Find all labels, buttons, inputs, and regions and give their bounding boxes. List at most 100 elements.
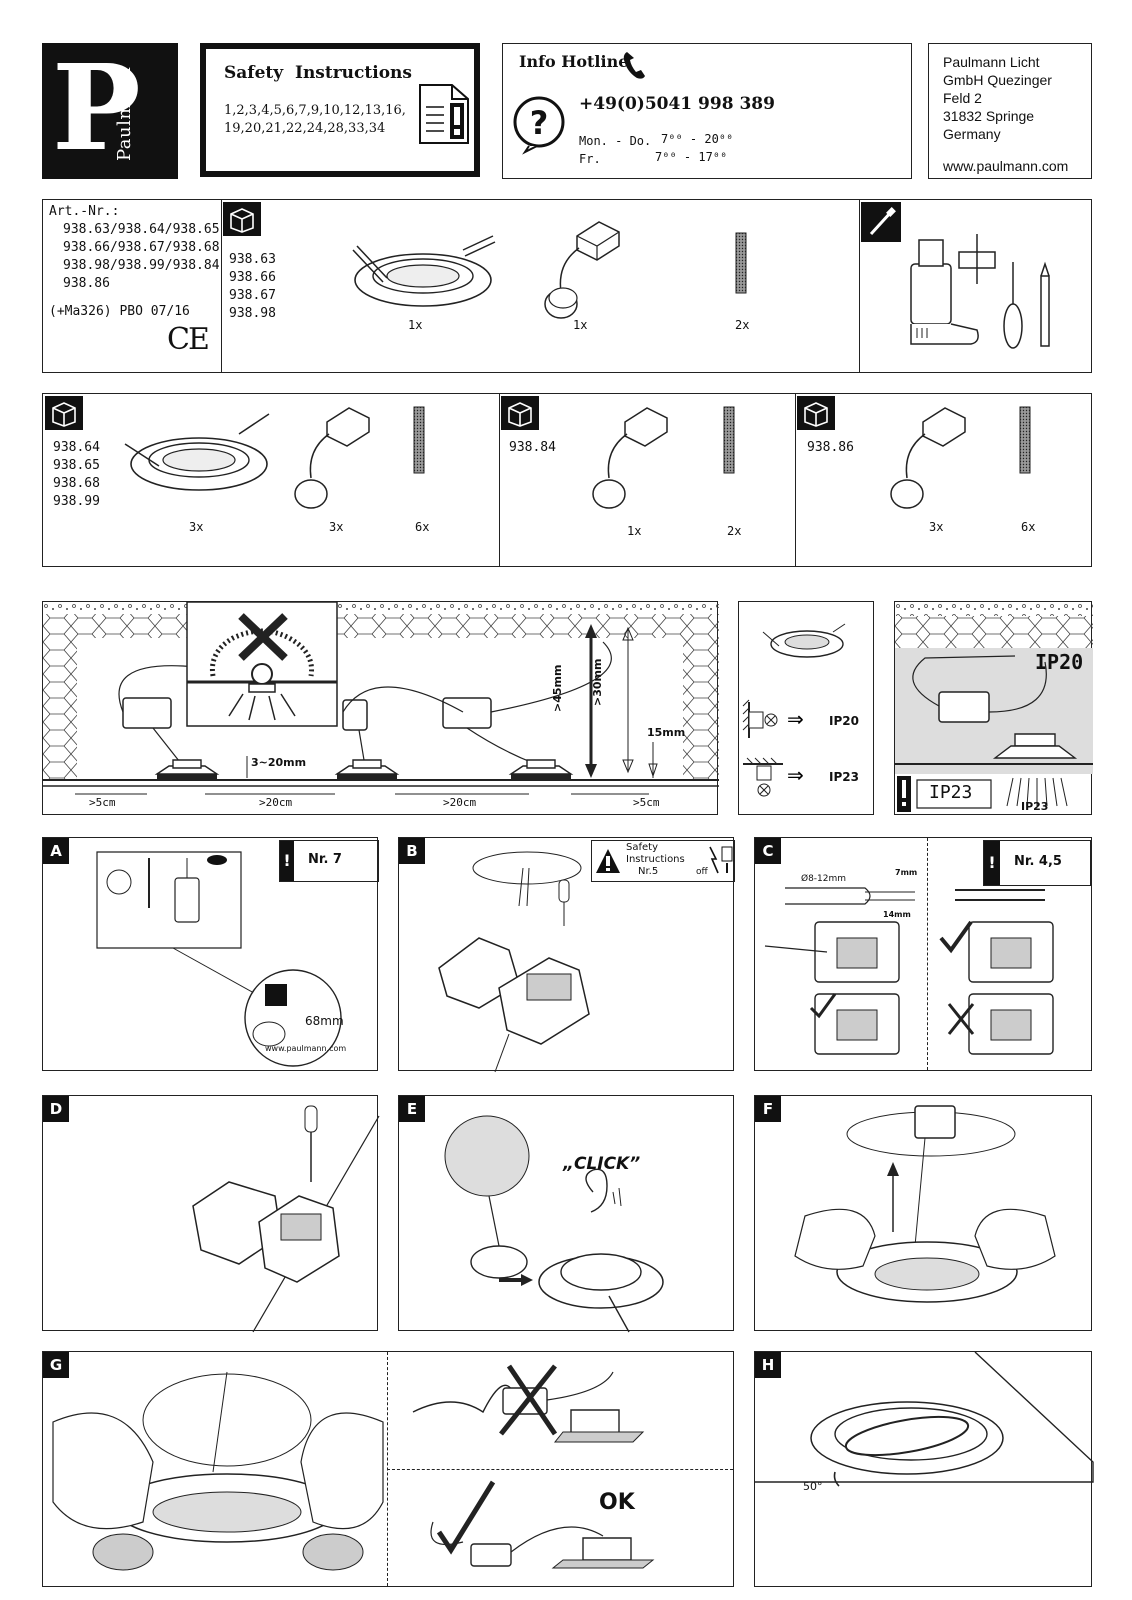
kit1-model-2: 938.66: [229, 270, 276, 285]
box-icon: [223, 202, 261, 236]
ip20-label: IP20: [829, 714, 859, 728]
safety-note-line1: Safety: [626, 842, 658, 853]
ip23-label: IP23: [829, 770, 859, 784]
dim-45mm: >45mm: [551, 664, 564, 712]
step-b-panel: B Safety Instructions Nr.5 off: [398, 837, 735, 1071]
kit2-model-2: 938.65: [53, 458, 100, 473]
kit2-model-1: 938.64: [53, 440, 100, 455]
step-a-website: www.paulmann.com: [265, 1044, 347, 1053]
step-h-label: H: [755, 1352, 781, 1378]
ip23-box-label: IP23: [929, 782, 973, 803]
address-box: Paulmann Licht GmbH Quezinger Feld 2 318…: [928, 43, 1092, 179]
spacing-2: >20cm: [259, 796, 293, 809]
spacing-4: >5cm: [633, 796, 660, 809]
article-kit-row-2: 938.64 938.65 938.68 938.99 3x 3x 6x 938…: [42, 393, 1092, 567]
document-warning-icon: [419, 84, 469, 144]
article-label: Art.-Nr.:: [49, 204, 120, 219]
question-icon: ?: [513, 96, 565, 155]
downlight-ring-illustration: [119, 408, 279, 508]
kit1-model-1: 938.63: [229, 252, 276, 267]
step-d-label: D: [43, 1096, 69, 1122]
step-f-panel: F: [754, 1095, 1092, 1331]
spacing-1: >5cm: [89, 796, 116, 809]
box-icon: [797, 396, 835, 430]
warning-icon: !: [280, 841, 294, 881]
ce-mark: CE: [167, 322, 210, 357]
safety-note-line2: Instructions: [626, 854, 685, 865]
address-line-3: Feld 2: [943, 90, 982, 106]
step-c-panel: C ! Nr. 4,5 Ø8-12mm 7mm 14mm: [754, 837, 1092, 1071]
step-g-label: G: [43, 1352, 69, 1378]
address-line-1: Paulmann Licht: [943, 54, 1040, 70]
hotline-phone: +49(0)5041 998 389: [579, 94, 775, 114]
note-nr7: ! Nr. 7: [279, 840, 379, 882]
svg-text:?: ?: [530, 104, 549, 142]
adhesive-strip-illustration: [413, 406, 425, 474]
divider-2: [859, 200, 860, 372]
article-code: (+Ma326) PBO 07/16: [49, 304, 190, 319]
box-icon: [45, 396, 83, 430]
safety-note-nr: Nr.5: [638, 866, 659, 877]
article-row-2: 938.66/938.67/938.68: [63, 240, 220, 255]
led-module-illustration: [283, 404, 383, 514]
divider-1: [221, 200, 222, 372]
power-off-icon: [709, 846, 733, 874]
kit1-qty-fixture: 1x: [408, 318, 423, 332]
step-a-panel: A ! Nr. 7 68mm www.paulmann.com: [42, 837, 379, 1071]
hotline-days-1: Mon. - Do.: [579, 134, 652, 148]
ip23-small-label: IP23: [1021, 800, 1049, 813]
step-g-panel: G OK: [42, 1351, 734, 1587]
ip-scene-diagram: IP20 IP23 IP23: [894, 601, 1093, 815]
divider-dashed-h: [387, 1469, 733, 1470]
divider-dashed: [927, 838, 928, 1070]
article-kit-row-1: Art.-Nr.: 938.63/938.64/938.65 938.66/93…: [42, 199, 1092, 373]
divider-4: [795, 394, 796, 566]
tools-illustration: [901, 234, 1101, 364]
step-e-label: E: [399, 1096, 425, 1122]
kit2-qty-module: 3x: [329, 520, 344, 534]
step-d-panel: D: [42, 1095, 378, 1331]
dim-30mm: >30mm: [591, 658, 604, 706]
cable-diameter: Ø8-12mm: [801, 874, 847, 884]
ip-rating-diagram: ⇒ ⇒ IP20 IP23: [738, 601, 874, 815]
step-h-panel: H 50°: [754, 1351, 1092, 1587]
warning-triangle-icon: [596, 849, 620, 873]
kit1-qty-module: 1x: [573, 318, 588, 332]
step-f-label: F: [755, 1096, 781, 1122]
brand-letter: P: [52, 38, 141, 177]
led-module-illustration: [879, 404, 979, 514]
kit4-model-1: 938.86: [807, 440, 854, 455]
hotline-hours-2: 7⁰⁰ - 17⁰⁰: [655, 150, 728, 164]
safety-numbers-line2: 19,20,21,22,24,28,33,34: [224, 121, 386, 136]
brand-logo: P Paulmann: [42, 38, 178, 179]
dim-15mm: 15mm: [647, 726, 686, 739]
kit2-model-4: 938.99: [53, 494, 100, 509]
kit4-qty-module: 3x: [929, 520, 944, 534]
kit2-qty-fixture: 3x: [189, 520, 204, 534]
led-module-illustration: [581, 404, 681, 514]
step-b-label: B: [399, 838, 425, 864]
spacing-3: >20cm: [443, 796, 477, 809]
kit2-qty-strip: 6x: [415, 520, 430, 534]
led-module-illustration: [533, 218, 633, 328]
hotline-hours-1: 7⁰⁰ - 20⁰⁰: [661, 132, 734, 146]
downlight-ring-illustration: [343, 230, 503, 330]
info-hotline-box: Info Hotline ? +49(0)5041 998 389 Mon. -…: [502, 43, 912, 179]
address-website[interactable]: www.paulmann.com: [943, 158, 1069, 174]
adhesive-strip-illustration: [735, 232, 747, 294]
tools-icon-badge: [861, 202, 901, 242]
note-nr45: ! Nr. 4,5: [983, 840, 1091, 886]
strip-length-2: 14mm: [883, 910, 911, 919]
phone-icon: [623, 52, 645, 79]
divider-3: [499, 394, 500, 566]
box-icon: [501, 396, 539, 430]
kit3-model-1: 938.84: [509, 440, 556, 455]
adhesive-strip-illustration: [723, 406, 735, 474]
off-label: off: [696, 867, 708, 877]
hole-diameter: 68mm: [305, 1014, 344, 1028]
kit2-model-3: 938.68: [53, 476, 100, 491]
kit1-model-4: 938.98: [229, 306, 276, 321]
hotline-title: Info Hotline: [519, 52, 629, 71]
ceiling-installation-diagram: >45mm >30mm 15mm 3~20mm >5cm >20cm >20cm…: [42, 601, 719, 815]
kit3-qty-module: 1x: [627, 524, 642, 538]
